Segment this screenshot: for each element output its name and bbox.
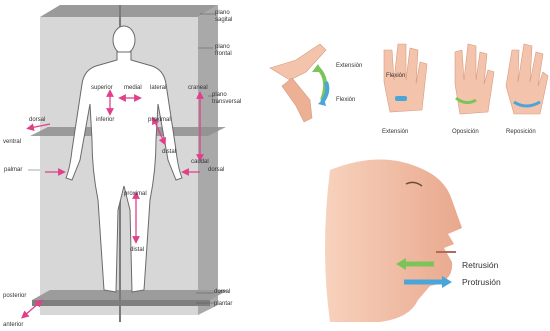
top-plane-edge xyxy=(40,5,218,17)
label-medial: medial xyxy=(124,85,142,91)
label-proximal-arm: proximal xyxy=(148,117,171,123)
label-anterior: anterior xyxy=(3,322,23,328)
jaw-movement-diagram xyxy=(325,159,462,322)
label-plano-transversal-2: transversal xyxy=(212,99,241,105)
label-plano-sagital-1: plano xyxy=(215,10,230,16)
label-flexion-in-hand: Flexión xyxy=(386,73,405,79)
anatomical-planes-diagram: plano sagital plano frontal plano transv… xyxy=(3,5,241,328)
label-retrusion: Retrusión xyxy=(462,260,499,270)
caption-oposicion: Oposición xyxy=(452,129,479,135)
hand-oposicion xyxy=(455,44,494,114)
label-dorsal-foot: dorsal xyxy=(214,289,230,295)
label-lateral: lateral xyxy=(150,85,166,91)
label-craneal: craneal xyxy=(188,85,208,91)
label-plano-frontal-2: frontal xyxy=(215,51,232,57)
label-proximal-leg: proximal xyxy=(124,191,147,197)
label-inferior: inferior xyxy=(96,117,114,123)
label-dorsal-hand: dorsal xyxy=(208,167,224,173)
label-plano-transversal-1: plano xyxy=(212,92,227,98)
label-distal-arm: distal xyxy=(162,149,176,155)
label-flexion-arrow: Flexión xyxy=(336,97,355,103)
label-ventral: ventral xyxy=(3,139,21,145)
wrist-illustration xyxy=(270,44,327,122)
face-profile xyxy=(325,159,462,322)
label-palmar: palmar xyxy=(4,167,22,173)
label-superior: superior xyxy=(91,85,113,91)
label-plano-frontal-1: plano xyxy=(215,44,230,50)
label-plano-sagital-2: sagital xyxy=(215,17,232,23)
label-posterior: posterior xyxy=(3,293,26,299)
label-distal-leg: distal xyxy=(130,247,144,253)
label-extension-arrow: Extensión xyxy=(336,63,362,69)
caption-extension: Extensión xyxy=(382,129,408,135)
label-dorsal-left: dorsal xyxy=(29,117,45,123)
label-caudal: caudal xyxy=(191,159,209,165)
floor-plane xyxy=(32,290,228,300)
hand-movements-diagram: Extensión Flexión Flexión Extensión Opos… xyxy=(270,44,548,135)
label-plantar: plantar xyxy=(214,301,232,307)
hand-reposicion xyxy=(506,44,548,114)
label-protrusion: Protrusión xyxy=(462,277,501,287)
caption-reposicion: Reposición xyxy=(506,129,536,135)
